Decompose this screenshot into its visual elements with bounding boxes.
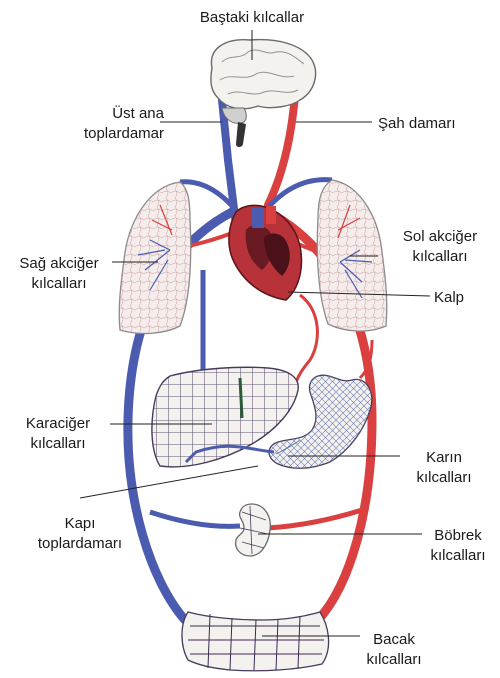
- label-left-lung-capillaries-line2: kılcalları: [412, 248, 468, 265]
- label-portal-vein-line2: toplardamarı: [37, 535, 123, 552]
- gastric-artery-vessel: [358, 339, 374, 380]
- label-leg-capillaries-line2: kılcalları: [366, 651, 422, 668]
- label-liver-capillaries: Karaciğer kılcalları: [6, 414, 110, 454]
- label-abdominal-capillaries-line1: Karın: [426, 449, 462, 466]
- label-kidney-capillaries: Böbrek kılcalları: [420, 526, 496, 566]
- pulmonary-vein-right: [179, 179, 242, 217]
- label-portal-vein: Kapı toplardamarı: [26, 514, 134, 554]
- label-left-lung-capillaries: Sol akciğer kılcalları: [384, 227, 496, 267]
- label-superior-vena-cava-line1: Üst ana: [112, 105, 164, 122]
- label-right-lung-capillaries-line1: Sağ akciğer: [19, 255, 99, 272]
- leader-line-heart: [287, 291, 431, 297]
- label-aorta: Şah damarı: [378, 114, 478, 134]
- label-kidney-capillaries-line2: kılcalları: [430, 547, 486, 564]
- leader-line-portal-vein: [79, 465, 259, 499]
- liver-organ: [151, 366, 299, 468]
- heart-organ: [228, 204, 303, 301]
- label-superior-vena-cava-line2: toplardamar: [83, 125, 164, 142]
- portal-vein-vessel: [184, 444, 275, 464]
- label-leg-capillaries: Bacak kılcalları: [356, 630, 432, 670]
- label-superior-vena-cava: Üst ana toplardamar: [52, 104, 164, 144]
- label-portal-vein-line1: Kapı: [64, 515, 96, 532]
- label-left-lung-capillaries-line1: Sol akciğer: [402, 228, 478, 245]
- label-aorta-text: Şah damarı: [378, 115, 456, 132]
- label-abdominal-capillaries-line2: kılcalları: [416, 469, 472, 486]
- label-abdominal-capillaries: Karın kılcalları: [398, 448, 490, 488]
- label-head-capillaries-text: Baştaki kılcallar: [199, 9, 305, 26]
- label-heart: Kalp: [434, 288, 494, 308]
- label-kidney-capillaries-line1: Böbrek: [434, 527, 482, 544]
- superior-vena-cava-vessel: [218, 96, 240, 229]
- label-liver-capillaries-line1: Karaciğer: [25, 415, 91, 432]
- label-heart-text: Kalp: [434, 289, 465, 306]
- label-liver-capillaries-line2: kılcalları: [30, 435, 86, 452]
- renal-vein-vessel: [149, 509, 241, 529]
- label-right-lung-capillaries-line2: kılcalları: [31, 275, 87, 292]
- right-lung-organ: [118, 181, 192, 335]
- label-leg-capillaries-line1: Bacak: [373, 631, 415, 648]
- renal-artery-vessel: [267, 507, 363, 531]
- celiac-artery-vessel: [294, 293, 319, 386]
- brain-organ: [210, 38, 317, 147]
- leg-capillaries-organ: [181, 611, 330, 672]
- stomach-organ: [268, 374, 373, 469]
- label-head-capillaries: Baştaki kılcallar: [188, 8, 316, 28]
- kidney-organ: [234, 503, 271, 557]
- label-right-lung-capillaries: Sağ akciğer kılcalları: [4, 254, 114, 294]
